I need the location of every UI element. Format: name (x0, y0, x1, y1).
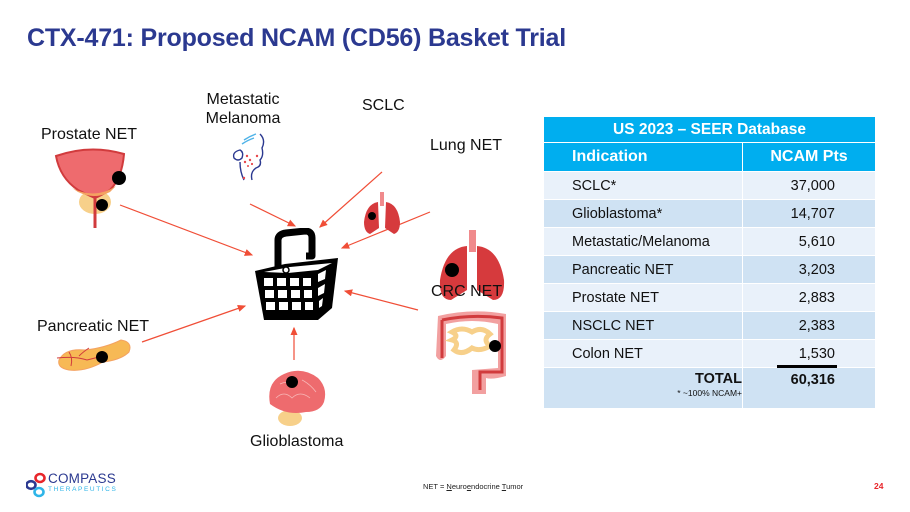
total-value-cell: 60,316 (742, 365, 876, 409)
label-pancreatic-net: Pancreatic NET (37, 318, 150, 335)
total-value: 60,316 (790, 372, 835, 388)
seer-table: US 2023 – SEER Database Indication NCAM … (543, 116, 876, 409)
cell-indication: SCLC* (543, 171, 743, 200)
basket-diagram: Prostate NET Metastatic Melanoma SCLC Lu… (0, 70, 540, 460)
colon-icon (436, 311, 506, 394)
label-line-2: Melanoma (205, 110, 281, 127)
slide-title: CTX-471: Proposed NCAM (CD56) Basket Tri… (27, 24, 566, 52)
logo-subtitle: THERAPEUTICS (48, 486, 118, 493)
label-metastatic-melanoma: Metastatic Melanoma (198, 90, 288, 128)
cell-value: 2,883 (742, 283, 876, 312)
table-row: Metastatic/Melanoma 5,610 (543, 227, 876, 256)
cell-value: 5,610 (742, 227, 876, 256)
arrow-lung-net (340, 211, 431, 249)
lungs-small-icon (364, 192, 400, 234)
cell-value: 1,530 (742, 339, 876, 368)
cell-indication: Colon NET (543, 339, 743, 368)
note-underlined-e: e (466, 482, 472, 491)
cell-indication: Prostate NET (543, 283, 743, 312)
label-sclc: SCLC (362, 97, 405, 114)
cell-value: 37,000 (742, 171, 876, 200)
note-end: umor (506, 482, 524, 491)
label-prostate-net: Prostate NET (41, 126, 138, 143)
prostate-icon (54, 148, 126, 228)
table-row: NSCLC NET 2,383 (543, 311, 876, 340)
pancreas-icon (56, 339, 131, 371)
column-header-ncam-pts: NCAM Pts (742, 142, 876, 172)
cell-indication: Glioblastoma* (543, 199, 743, 228)
basket-icon (255, 228, 338, 320)
lungs-icon (439, 230, 505, 300)
arrows-layer (119, 171, 431, 360)
note-underlined-n: N (446, 482, 452, 491)
face-skin-icon (232, 133, 265, 181)
cell-indication: NSCLC NET (543, 311, 743, 340)
arrow-melanoma (249, 203, 297, 227)
table-row: SCLC* 37,000 (543, 171, 876, 200)
label-crc-net: CRC NET (431, 283, 503, 300)
total-label-cell: TOTAL * ~100% NCAM+ (543, 367, 743, 409)
company-logo: COMPASS THERAPEUTICS (26, 470, 156, 498)
note-mid: euro (451, 482, 467, 491)
table-row: Prostate NET 2,883 (543, 283, 876, 312)
table-title: US 2023 – SEER Database (543, 116, 876, 143)
column-header-indication: Indication (543, 142, 743, 172)
table-row: Glioblastoma* 14,707 (543, 199, 876, 228)
note-rest: ndocrine (471, 482, 502, 491)
logo-name: COMPASS (48, 471, 116, 486)
sum-rule-divider (777, 365, 837, 368)
footer-abbreviation-note: NET = Neuroendocrine Tumor (423, 482, 523, 491)
arrow-prostate (119, 204, 254, 256)
note-prefix: NET = (423, 482, 447, 491)
cell-value: 2,383 (742, 311, 876, 340)
arrow-crc-net (343, 289, 419, 311)
cell-value: 14,707 (742, 199, 876, 228)
total-label: TOTAL (695, 371, 742, 387)
table-row: Colon NET 1,530 (543, 339, 876, 368)
cell-indication: Metastatic/Melanoma (543, 227, 743, 256)
table-footnote: * ~100% NCAM+ (677, 388, 742, 398)
arrow-sclc (319, 171, 383, 228)
cell-value: 3,203 (742, 255, 876, 284)
page-number: 24 (874, 481, 884, 491)
cell-indication: Pancreatic NET (543, 255, 743, 284)
note-underlined-t: T (501, 482, 507, 491)
logo-mark-icon (26, 472, 46, 498)
arrow-pancreatic (141, 304, 247, 343)
table-total-row: TOTAL * ~100% NCAM+ 60,316 (543, 365, 876, 409)
brain-icon (269, 370, 326, 426)
table-row: Pancreatic NET 3,203 (543, 255, 876, 284)
label-lung-net: Lung NET (430, 137, 503, 154)
label-line-1: Metastatic (206, 91, 280, 108)
label-glioblastoma: Glioblastoma (250, 433, 344, 450)
